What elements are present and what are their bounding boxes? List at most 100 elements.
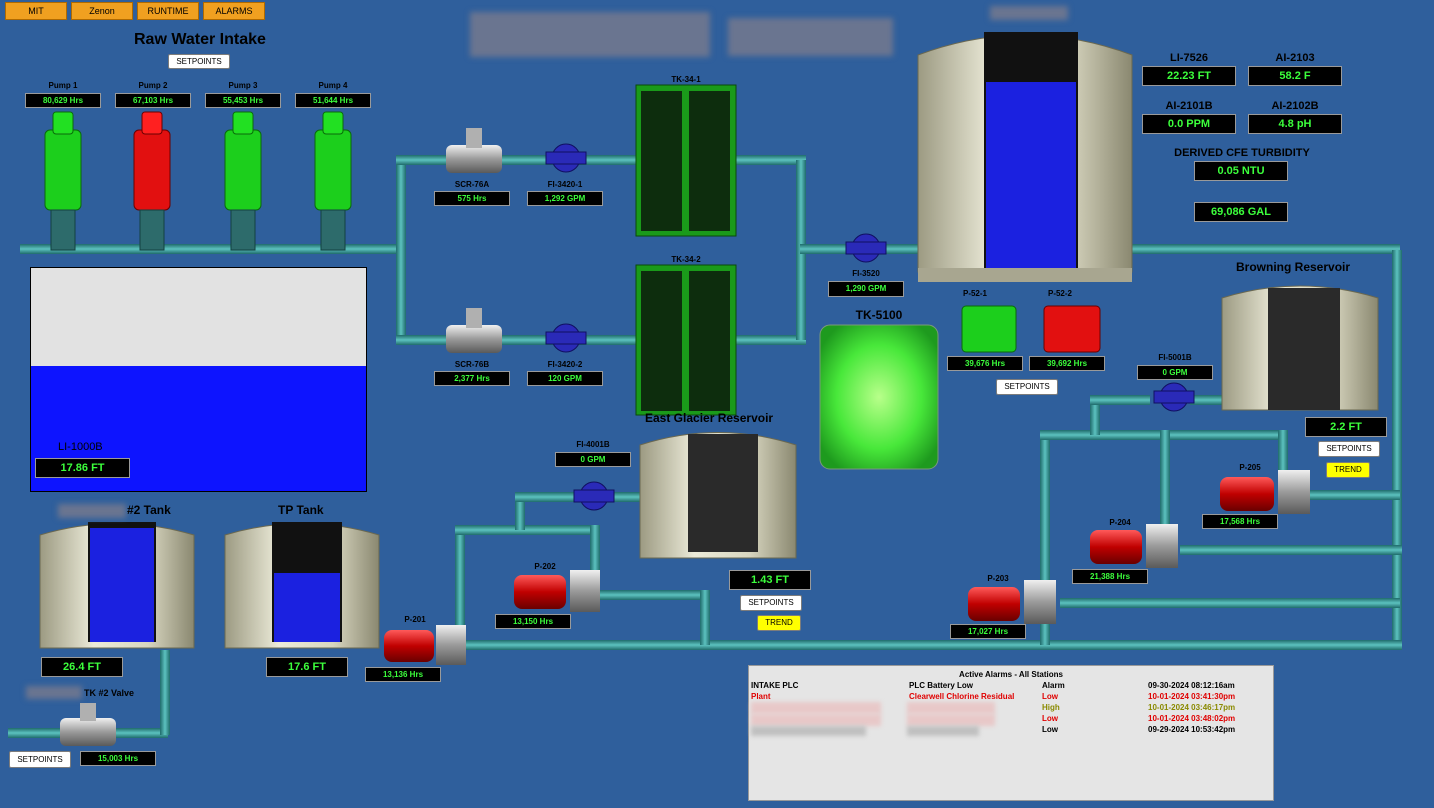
redacted-alarm-station (751, 714, 881, 726)
p204-hours: 21,388 Hrs (1072, 569, 1148, 584)
nav-zenon-button[interactable]: Zenon (71, 2, 133, 20)
fi4001b-value: 0 GPM (555, 452, 631, 467)
redacted-valve-name (26, 686, 82, 699)
pump-4-label: Pump 4 (318, 81, 348, 90)
pump-1-hours: 80,629 Hrs (25, 93, 101, 108)
turbidity-value: 0.05 NTU (1194, 161, 1288, 181)
p203-hours: 17,027 Hrs (950, 624, 1026, 639)
p202-hours: 13,150 Hrs (495, 614, 571, 629)
tp-tank-level: 17.6 FT (266, 657, 348, 677)
redacted-alarm-desc (907, 726, 979, 736)
east-glacier-level: 1.43 FT (729, 570, 811, 590)
tk2-valve-hours: 15,003 Hrs (80, 751, 156, 766)
tp-tank-title: TP Tank (278, 503, 324, 517)
fi3520-value: 1,290 GPM (828, 281, 904, 297)
pump-3-label: Pump 3 (228, 81, 258, 90)
ai2101b-value: 0.0 PPM (1142, 114, 1236, 134)
pump-2-label: Pump 2 (138, 81, 168, 90)
chem-setpoints-button[interactable]: SETPOINTS (996, 379, 1058, 395)
clearwell-tank (917, 32, 1133, 282)
fi3420-1-value: 1,292 GPM (527, 191, 603, 206)
alarm-status: Alarm (1042, 681, 1065, 690)
active-alarms-panel[interactable]: Active Alarms - All Stations INTAKE PLC … (748, 665, 1274, 801)
redacted-alarm-desc (907, 714, 995, 726)
browning-setpoints-button[interactable]: SETPOINTS (1318, 441, 1380, 457)
fi3420-1-tag: FI-3420-1 (547, 180, 583, 189)
p201-tag: P-201 (404, 615, 426, 624)
tk34-2-label: TK-34-2 (671, 255, 701, 264)
fi3420-2-tag: FI-3420-2 (547, 360, 583, 369)
alarm-panel-title: Active Alarms - All Stations (959, 670, 1063, 679)
ai2101b-tag: AI-2101B (1165, 100, 1213, 112)
redacted-tank-name (990, 6, 1068, 20)
redacted-alarm-station (751, 702, 881, 714)
ai2102b-value: 4.8 pH (1248, 114, 1342, 134)
scr-76b-hours: 2,377 Hrs (434, 371, 510, 386)
tk2-valve-title: TK #2 Valve (84, 688, 135, 698)
intake-title: Raw Water Intake (134, 31, 266, 48)
browning-level: 2.2 FT (1305, 417, 1387, 437)
intake-setpoints-button[interactable]: SETPOINTS (168, 54, 230, 69)
intake-pump-bodies (44, 111, 352, 251)
pump-3-hours: 55,453 Hrs (205, 93, 281, 108)
fi4001b-tag: FI-4001B (576, 440, 610, 449)
browning-title: Browning Reservoir (1236, 260, 1351, 274)
alarm-time: 10-01-2024 03:48:02pm (1148, 714, 1236, 723)
ai2103-value: 58.2 F (1248, 66, 1342, 86)
redacted-site-name-2 (728, 18, 893, 56)
scr-76a-tag: SCR-76A (454, 180, 490, 189)
scr-76b-tag: SCR-76B (454, 360, 490, 369)
nav-alarms-button[interactable]: ALARMS (203, 2, 265, 20)
ai2102b-tag: AI-2102B (1271, 100, 1319, 112)
scr-76a-hours: 575 Hrs (434, 191, 510, 206)
tk34-1-label: TK-34-1 (671, 75, 701, 84)
wet-well-value: 17.86 FT (35, 458, 130, 478)
p205-tag: P-205 (1239, 463, 1261, 472)
p52-1-tag: P-52-1 (962, 289, 987, 298)
turbidity-label: DERIVED CFE TURBIDITY (1174, 147, 1310, 159)
tank2-title: #2 Tank (127, 503, 171, 517)
clearwell-gallons: 69,086 GAL (1194, 202, 1288, 222)
east-glacier-trend-button[interactable]: TREND (757, 615, 801, 631)
fi5001b-tag: FI-5001B (1158, 353, 1192, 362)
pump-4-hours: 51,644 Hrs (295, 93, 371, 108)
filter-tk34-2-body (635, 264, 737, 416)
alarm-time: 09-30-2024 08:12:16am (1148, 681, 1235, 690)
valve-setpoints-button[interactable]: SETPOINTS (9, 751, 71, 768)
alarm-status: Low (1042, 725, 1058, 734)
nav-mit-button[interactable]: MIT (5, 2, 67, 20)
p201-hours: 13,136 Hrs (365, 667, 441, 682)
wet-well-tag: LI-1000B (58, 441, 103, 453)
li7526-value: 22.23 FT (1142, 66, 1236, 86)
redacted-alarm-desc (907, 702, 995, 714)
p205-hours: 17,568 Hrs (1202, 514, 1278, 529)
pump-2-hours: 67,103 Hrs (115, 93, 191, 108)
redacted-alarm-station (751, 726, 866, 736)
li7526-tag: LI-7526 (1170, 52, 1208, 64)
fi5001b-value: 0 GPM (1137, 365, 1213, 380)
p52-2-hours: 39,692 Hrs (1029, 356, 1105, 371)
pump-1-label: Pump 1 (48, 81, 78, 90)
alarm-status: Low (1042, 714, 1058, 723)
p52-2-tag: P-52-2 (1047, 289, 1072, 298)
p204-tag: P-204 (1109, 518, 1131, 527)
filter-tk34-1-body (635, 84, 737, 237)
p202-tag: P-202 (534, 562, 556, 571)
browning-trend-button[interactable]: TREND (1326, 462, 1370, 478)
alarm-status: High (1042, 703, 1060, 712)
redacted-site-name (470, 12, 710, 57)
alarm-station: Plant (751, 692, 771, 701)
alarm-description: Clearwell Chlorine Residual (909, 692, 1015, 701)
nav-runtime-button[interactable]: RUNTIME (137, 2, 199, 20)
alarm-station: INTAKE PLC (751, 681, 799, 690)
wet-well-level (30, 267, 367, 492)
east-glacier-setpoints-button[interactable]: SETPOINTS (740, 595, 802, 611)
alarm-time: 10-01-2024 03:41:30pm (1148, 692, 1236, 701)
p203-tag: P-203 (987, 574, 1009, 583)
east-glacier-title: East Glacier Reservoir (645, 411, 774, 425)
alarm-time: 10-01-2024 03:46:17pm (1148, 703, 1236, 712)
p52-1-hours: 39,676 Hrs (947, 356, 1023, 371)
redacted-tank2-name (58, 504, 126, 518)
ai2103-tag: AI-2103 (1275, 52, 1315, 64)
